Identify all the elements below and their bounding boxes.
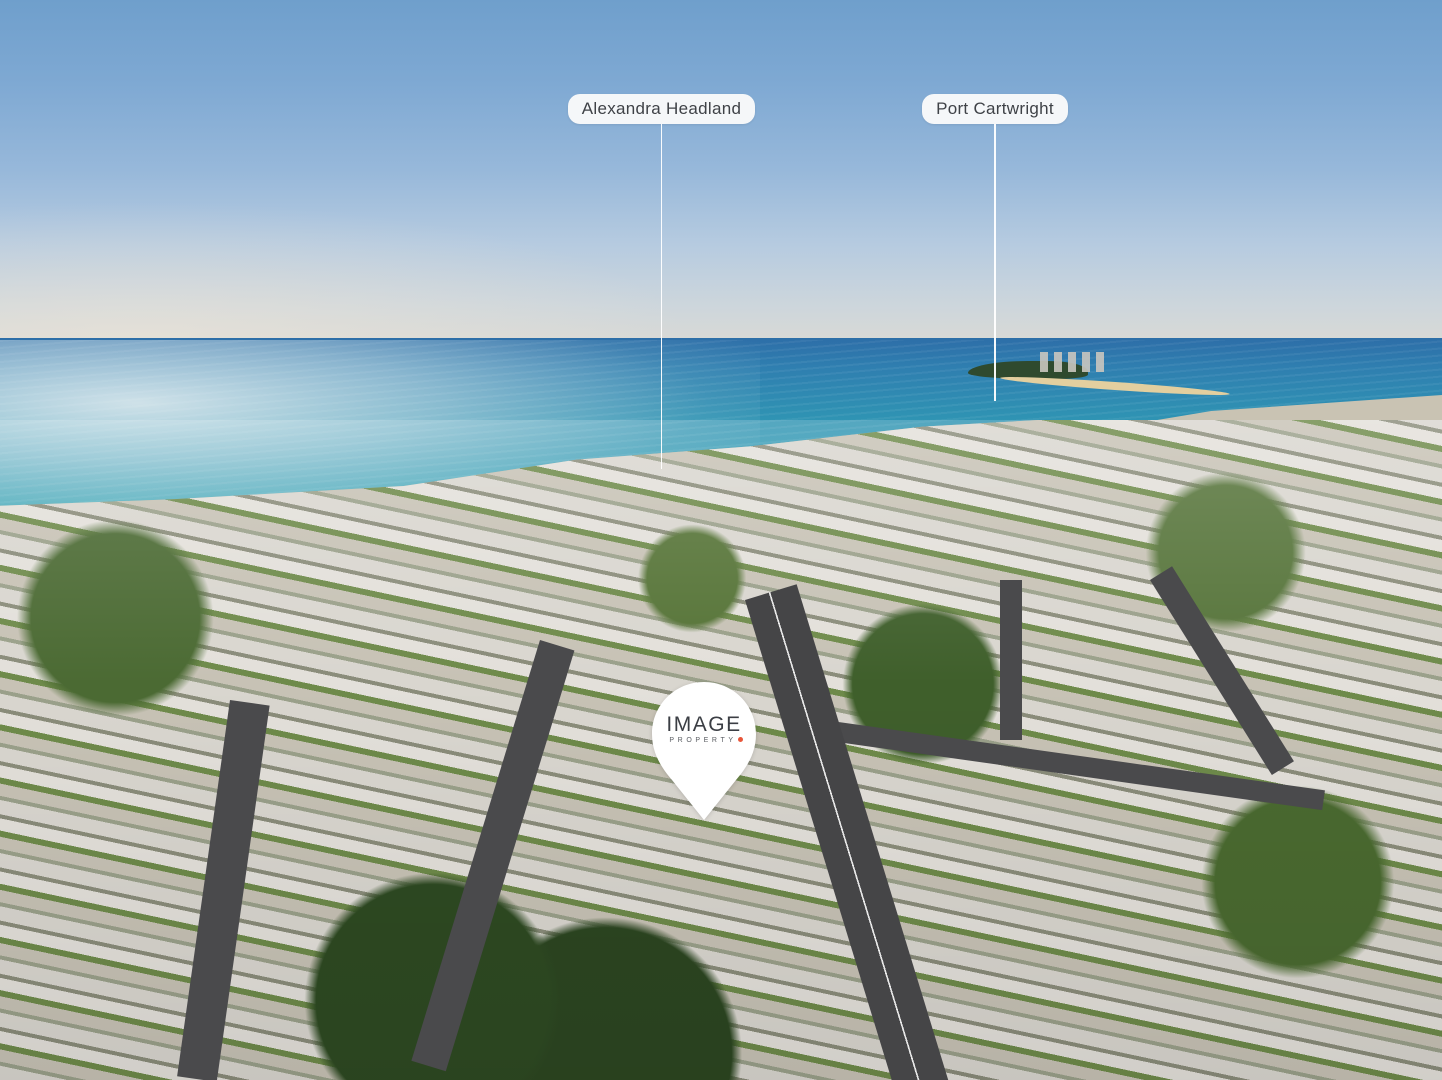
brand-name: IMAGE xyxy=(666,713,742,736)
callout-leader-line xyxy=(994,124,996,401)
callout-label: Alexandra Headland xyxy=(567,94,756,124)
brand-tagline: PROPERTY xyxy=(669,737,737,744)
brand-subline: PROPERTY xyxy=(654,736,758,746)
location-pin-marker: IMAGE PROPERTY xyxy=(650,680,758,822)
sky-haze xyxy=(0,200,700,340)
brand-logo: IMAGE PROPERTY xyxy=(650,714,758,746)
road xyxy=(1000,580,1022,740)
callout-alexandra-headland: Alexandra Headland xyxy=(557,94,766,469)
callout-port-cartwright: Port Cartwright xyxy=(912,94,1078,401)
callout-label: Port Cartwright xyxy=(922,94,1068,124)
callout-leader-line xyxy=(660,124,663,469)
brand-dot-icon xyxy=(737,737,743,742)
map-pin-icon xyxy=(652,682,756,820)
high-rise-buildings xyxy=(1040,352,1110,372)
